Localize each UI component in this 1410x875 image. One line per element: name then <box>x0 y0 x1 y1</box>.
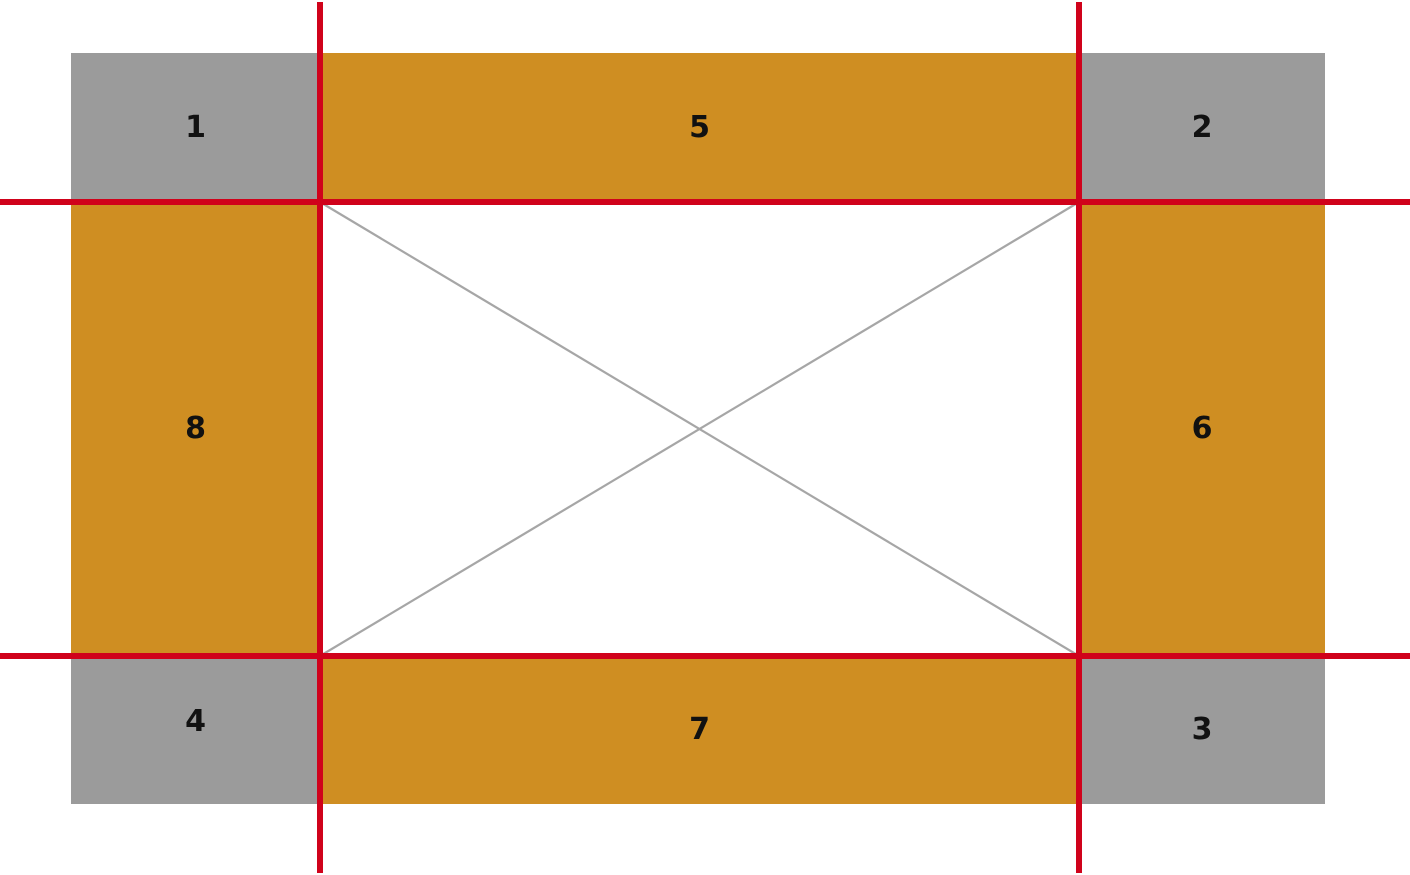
corner-region-bottom-right: 3 <box>1079 656 1325 804</box>
corner-region-bottom-left: 4 <box>71 656 320 804</box>
region-label-4: 4 <box>185 704 206 739</box>
region-label-5: 5 <box>689 109 710 145</box>
center-diagonal-line <box>319 201 1080 657</box>
corner-region-top-right: 2 <box>1079 53 1325 202</box>
edge-region-left: 8 <box>71 202 320 656</box>
region-label-6: 6 <box>1191 411 1213 446</box>
center-region <box>320 202 1079 656</box>
corner-region-top-left: 1 <box>71 53 320 202</box>
edge-region-bottom: 7 <box>320 656 1079 804</box>
region-label-2: 2 <box>1191 109 1213 145</box>
edge-region-right: 6 <box>1079 202 1325 656</box>
region-label-3: 3 <box>1191 712 1213 747</box>
region-label-8: 8 <box>185 411 206 446</box>
center-diagonal-line <box>319 201 1080 657</box>
region-label-1: 1 <box>185 109 206 145</box>
edge-region-top: 5 <box>320 53 1079 202</box>
region-label-7: 7 <box>689 712 710 747</box>
